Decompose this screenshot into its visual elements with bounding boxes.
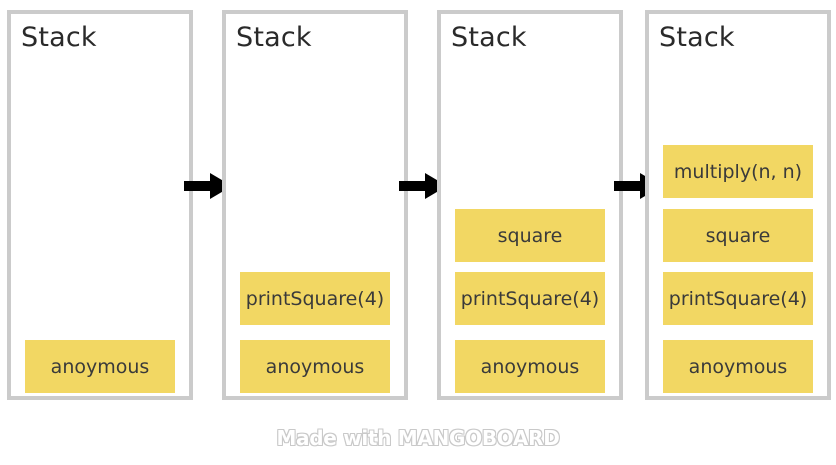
stack-panel-1: Stack anoymous	[7, 10, 193, 400]
stack-frame: multiply(n, n)	[663, 145, 813, 198]
stack-frame: printSquare(4)	[455, 272, 605, 325]
stack-frame: anoymous	[240, 340, 390, 393]
stack-frame: anoymous	[663, 340, 813, 393]
stack-frame: anoymous	[455, 340, 605, 393]
stack-panel-4: Stack multiply(n, n) square printSquare(…	[645, 10, 831, 400]
stack-panel-2: Stack printSquare(4) anoymous	[222, 10, 408, 400]
arrow-right-icon	[399, 173, 447, 199]
stack-title: Stack	[21, 22, 97, 53]
stack-frame: anoymous	[25, 340, 175, 393]
stack-title: Stack	[451, 22, 527, 53]
stack-frame: printSquare(4)	[663, 272, 813, 325]
stack-frame: printSquare(4)	[240, 272, 390, 325]
stack-frame: square	[663, 209, 813, 262]
watermark: Made with MANGOBOARD	[276, 426, 560, 450]
arrow-right-icon	[184, 173, 232, 199]
stack-title: Stack	[236, 22, 312, 53]
stack-frame: square	[455, 209, 605, 262]
stack-title: Stack	[659, 22, 735, 53]
stack-panel-3: Stack square printSquare(4) anoymous	[437, 10, 623, 400]
